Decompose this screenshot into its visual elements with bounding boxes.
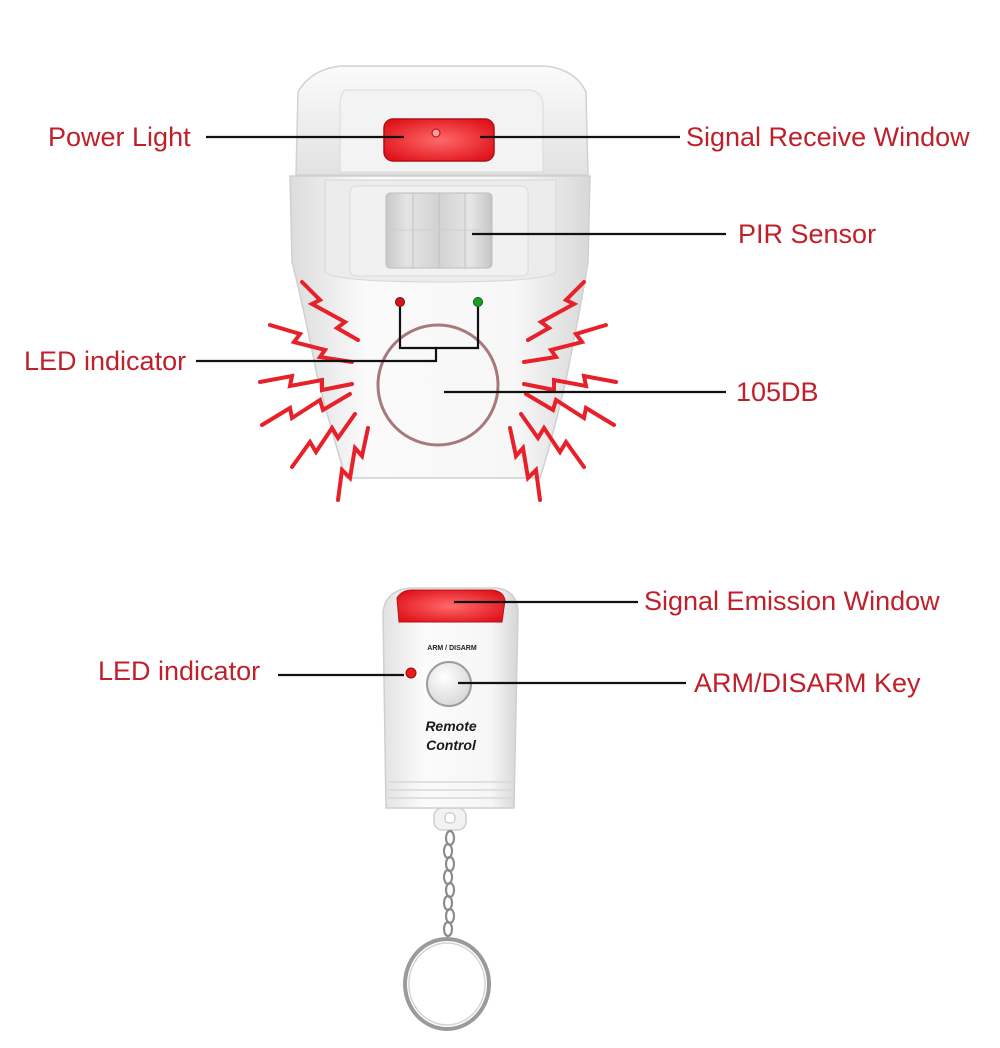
key-chain [442, 829, 456, 938]
remote-led-indicator [405, 667, 417, 679]
lightning-bolt-icon [258, 280, 618, 502]
green-led-indicator [473, 297, 483, 307]
motion-sensor-device [289, 65, 591, 479]
power-light-dot [431, 128, 441, 138]
signal-receive-window [383, 118, 495, 162]
speaker-ring [376, 323, 500, 447]
remote-arm-disarm-text: ARM / DISARM [427, 645, 477, 652]
pir-sensor-label: PIR Sensor [738, 219, 876, 249]
arm-disarm-key-label: ARM/DISARM Key [694, 668, 921, 698]
power-light-label: Power Light [48, 122, 191, 152]
key-ring [403, 807, 491, 1031]
signal-receive-window-label: Signal Receive Window [686, 122, 970, 152]
remote-control-text-line2: Control [426, 737, 477, 753]
key-ring-loop [403, 937, 491, 1031]
signal-emission-window-label: Signal Emission Window [644, 586, 940, 616]
sensor-led-indicator-label: LED indicator [24, 346, 186, 376]
sensor-leader-lines [196, 135, 726, 394]
remote-leader-lines [278, 600, 686, 685]
remote-control-device: ARM / DISARM Remote Control [382, 587, 519, 1031]
led-indicator-leader-green [436, 307, 480, 350]
remote-control-text-line1: Remote [425, 718, 477, 734]
red-led-indicator [395, 297, 405, 307]
signal-emission-window [396, 589, 506, 623]
siren-volume-label: 105DB [736, 377, 819, 407]
remote-led-indicator-label: LED indicator [98, 656, 260, 686]
